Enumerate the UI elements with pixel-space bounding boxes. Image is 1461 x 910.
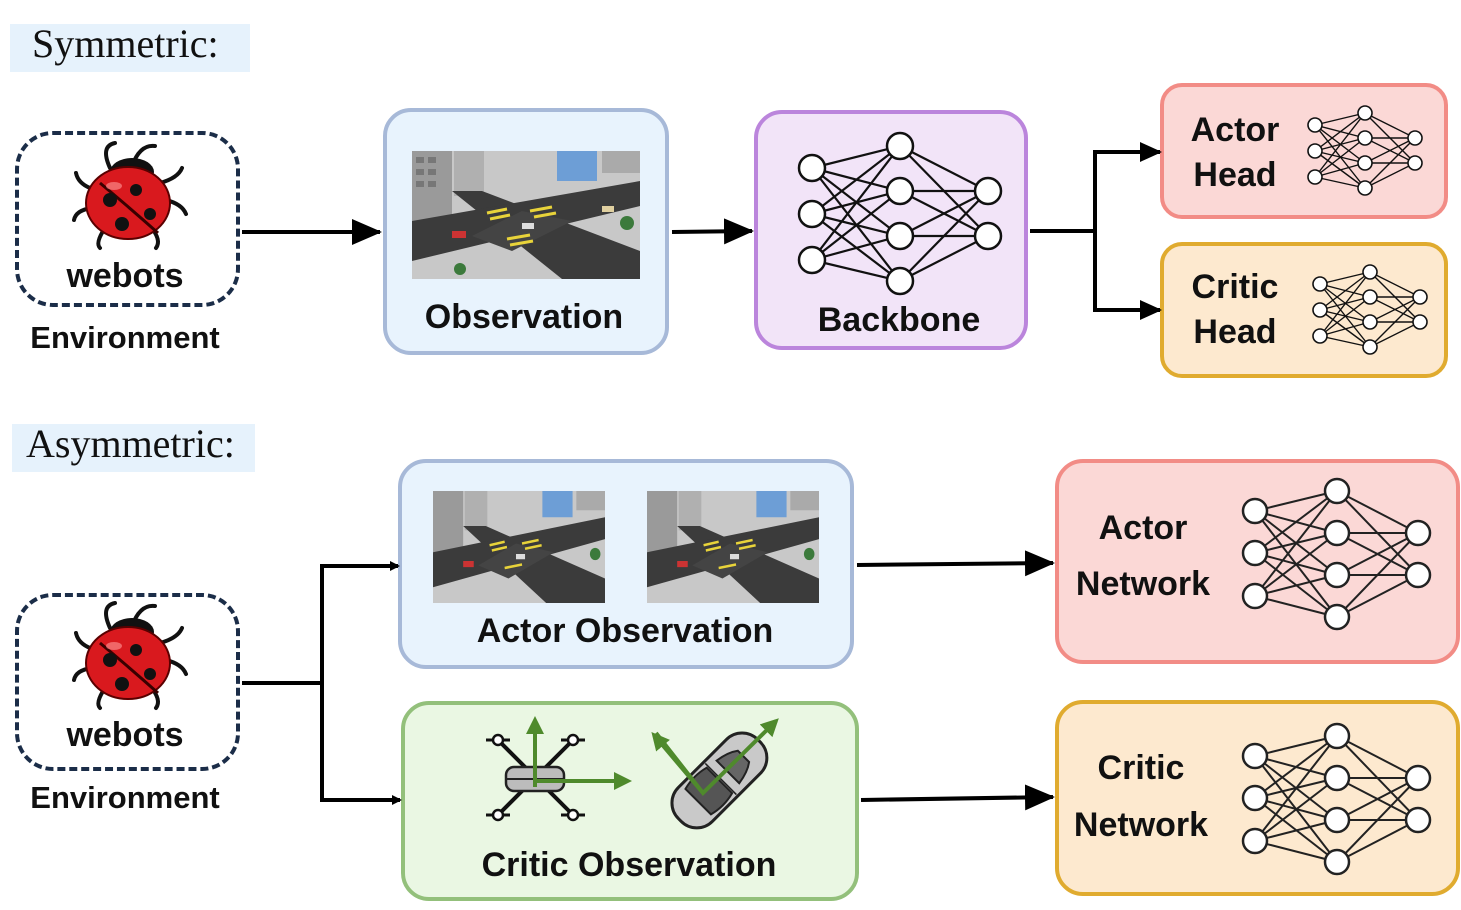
critic-head-label-line1: Critic <box>1191 268 1279 306</box>
drone-icon <box>486 716 632 822</box>
critic-head-label-line2: Head <box>1193 313 1277 351</box>
critic-network-label-line2: Network <box>1073 806 1209 844</box>
actor-observation-label: Actor Observation <box>476 612 774 650</box>
actor-head-network-icon <box>1307 105 1423 196</box>
arrow-icon <box>320 561 400 683</box>
symmetric-webots-logo-text: webots <box>66 257 184 295</box>
arrow-icon <box>860 784 1055 811</box>
observation-label: Observation <box>424 298 624 336</box>
city-scene-image <box>412 151 640 279</box>
actor-network-label-line1: Actor <box>1098 509 1188 547</box>
critic-observation-label: Critic Observation <box>481 846 777 884</box>
arrow-icon <box>856 550 1055 577</box>
critic-observation-box <box>401 701 859 901</box>
arrow-icon <box>671 218 754 245</box>
ladybug-icon <box>72 601 188 710</box>
asymmetric-webots-logo-text: webots <box>66 716 184 754</box>
symmetric-label-text: Symmetric: <box>32 21 219 66</box>
neural-network-icon <box>797 131 1003 296</box>
car-icon <box>651 718 779 830</box>
ladybug-icon <box>72 141 188 250</box>
symmetric-environment-caption: Environment <box>30 320 220 355</box>
actor-network-label-line2: Network <box>1075 565 1211 603</box>
actor-head-label-line1: Actor <box>1190 111 1280 149</box>
actor-head-label-line2: Head <box>1193 156 1277 194</box>
actor-network-icon <box>1241 477 1432 631</box>
symmetric-environment-box <box>15 131 240 307</box>
arrow-icon <box>1093 231 1162 320</box>
asymmetric-section-label: Asymmetric: <box>12 424 255 472</box>
city-scene-image <box>433 491 605 603</box>
city-scene-image <box>647 491 819 603</box>
actor-head-box <box>1160 83 1448 219</box>
critic-head-network-icon <box>1312 264 1428 355</box>
asymmetric-label-text: Asymmetric: <box>26 421 235 466</box>
critic-head-box <box>1160 242 1448 378</box>
symmetric-section-label: Symmetric: <box>10 24 250 72</box>
critic-network-icon <box>1241 722 1432 876</box>
arrow-icon <box>320 683 402 805</box>
critic-network-label-line1: Critic <box>1097 749 1185 787</box>
backbone-label: Backbone <box>817 301 981 339</box>
asymmetric-environment-caption: Environment <box>30 780 220 815</box>
